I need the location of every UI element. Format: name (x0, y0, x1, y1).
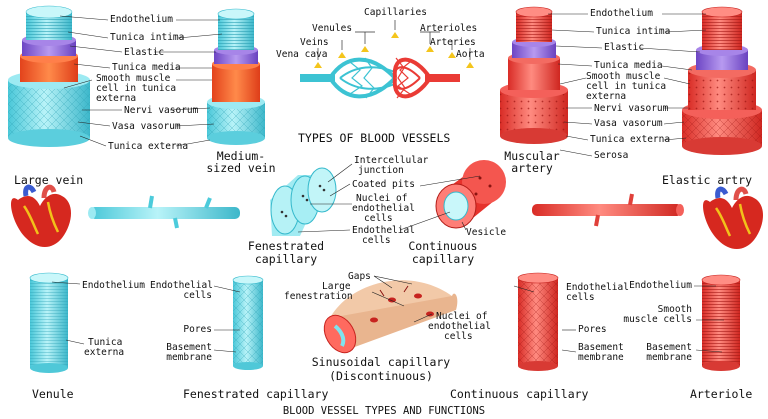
label-elastic-vein: Elastic (124, 47, 165, 58)
label-continuous-endothelial-2: cells (566, 292, 595, 303)
title-types-of-blood-vessels: TYPES OF BLOOD VESSELS (298, 131, 451, 145)
medium-vein-illustration (207, 8, 265, 145)
label-endothelium-vein: Endothelium (110, 14, 173, 25)
title-sinusoidal-2: (Discontinuous) (329, 369, 433, 383)
title-fenestrated-mid-2: capillary (254, 252, 318, 266)
label-arteries: Arteries (430, 37, 476, 48)
label-fenestrated-basement-1: Basement (166, 342, 212, 353)
label-nervi-vasorum-vein: Nervi vasorum (124, 105, 199, 116)
label-vena-cava: Vena cava (276, 49, 328, 60)
label-venule-tunica: Tunica (88, 337, 123, 348)
label-arteriole-muscle: muscle cells (623, 314, 692, 325)
label-smooth-muscle-vein-3: externa (96, 93, 137, 104)
label-large: Large (322, 281, 351, 292)
label-arteriole-basement-2: membrane (646, 352, 692, 363)
label-gaps: Gaps (348, 271, 371, 282)
arteriole-illustration (701, 274, 741, 371)
label-continuous-endothelial-1: Endothelial (566, 282, 629, 293)
label-serosa: Serosa (594, 150, 629, 161)
label-fenestrated-pores: Pores (183, 324, 212, 335)
title-continuous-mid-1: Continuous (408, 239, 478, 253)
fenestrated-capillary-bottom-illustration (232, 275, 264, 370)
label-capillaries: Capillaries (364, 7, 427, 18)
heart-left-illustration (11, 184, 71, 247)
label-arterioles: Arterioles (420, 23, 478, 34)
label-fenestration: fenestration (284, 291, 353, 302)
label-nuclei-mid-3: cells (364, 213, 393, 224)
label-vasa-vasorum-vein: Vasa vasorum (112, 121, 181, 132)
fenestrated-capillary-mid-illustration (270, 167, 337, 236)
horizontal-vein-illustration (88, 195, 240, 229)
label-intercellular-1: Intercellular (354, 155, 429, 166)
title-medium-vein-1: Medium- (216, 149, 266, 163)
leader-lines (51, 13, 724, 353)
title-muscular-artery-1: Muscular (504, 149, 560, 163)
title-muscular-artery-2: artery (511, 161, 553, 175)
title-elastic-artery: Elastic artry (662, 173, 753, 187)
label-veins: Veins (300, 37, 329, 48)
muscular-artery-illustration (500, 6, 568, 144)
label-endothelium-artery: Endothelium (590, 8, 653, 19)
label-tunica-intima-vein: Tunica intima (110, 32, 185, 43)
label-smooth-muscle-artery-2: cell in tunica (586, 81, 667, 92)
label-continuous-pores: Pores (578, 324, 607, 335)
title-large-vein: Large vein (14, 173, 84, 187)
title-venule: Venule (32, 387, 74, 401)
label-nervi-vasorum-artery: Nervi vasorum (594, 103, 669, 114)
title-arteriole: Arteriole (690, 387, 753, 401)
label-aorta: Aorta (456, 49, 485, 60)
label-nuclei-mid-1: Nuclei of (356, 193, 408, 204)
label-vesicle: Vesicle (466, 227, 507, 238)
label-arteriole-smooth: Smooth (657, 304, 692, 315)
label-arteriole-basement-1: Basement (646, 342, 692, 353)
label-vasa-vasorum-artery: Vasa vasorum (594, 118, 663, 129)
horizontal-artery-illustration (532, 193, 684, 227)
label-endothelial-mid-2: cells (362, 235, 391, 246)
label-arteriole-endothelium: Endothelium (629, 280, 692, 291)
label-smooth-muscle-vein-1: Smooth muscle (96, 73, 171, 84)
title-fenestrated-mid-1: Fenestrated (247, 239, 325, 253)
label-venules: Venules (312, 23, 353, 34)
label-smooth-muscle-vein-2: cell in tunica (96, 83, 177, 94)
continuous-capillary-bottom-illustration (517, 272, 559, 371)
title-continuous-capillary: Continuous capillary (450, 387, 589, 401)
label-venule-externa: externa (84, 347, 125, 358)
label-fenestrated-endothelial-1: Endothelial (150, 280, 213, 291)
label-smooth-muscle-artery-3: externa (586, 91, 627, 102)
label-sinusoidal-nuclei-3: cells (444, 331, 473, 342)
continuous-capillary-mid-illustration (435, 160, 506, 229)
label-sinusoidal-nuclei-2: endothelial (428, 321, 491, 332)
heart-right-illustration (703, 186, 763, 249)
title-sinusoidal-1: Sinusoidal capillary (311, 355, 451, 369)
elastic-artery-illustration (682, 6, 762, 155)
title-continuous-mid-2: capillary (411, 252, 475, 266)
label-elastic-artery-layer: Elastic (604, 42, 645, 53)
label-nuclei-mid-2: endothelial (352, 203, 415, 214)
label-endothelial-mid-1: Endothelial (352, 225, 415, 236)
venule-illustration (29, 272, 69, 373)
label-continuous-basement-2: membrane (578, 352, 624, 363)
label-tunica-intima-artery: Tunica intima (596, 26, 671, 37)
label-continuous-basement-1: Basement (578, 342, 624, 353)
label-smooth-muscle-artery-1: Smooth muscle (586, 71, 661, 82)
label-intercellular-2: junction (358, 165, 404, 176)
label-tunica-externa-vein: Tunica externa (108, 141, 189, 152)
label-fenestrated-basement-2: membrane (166, 352, 212, 363)
label-tunica-media-artery: Tunica media (594, 60, 663, 71)
large-vein-illustration (8, 5, 90, 147)
vessel-types-network (300, 20, 474, 99)
title-fenestrated-capillary: Fenestrated capillary (183, 387, 329, 401)
label-fenestrated-endothelial-2: cells (183, 290, 212, 301)
label-tunica-media-vein: Tunica media (112, 62, 181, 73)
sinusoidal-capillary-illustration (323, 280, 458, 354)
label-tunica-externa-artery: Tunica externa (590, 134, 671, 145)
title-medium-vein-2: sized vein (206, 161, 276, 175)
footer-title: BLOOD VESSEL TYPES AND FUNCTIONS (282, 405, 486, 417)
label-venule-endothelium: Endothelium (82, 280, 145, 291)
label-coated-pits: Coated pits (352, 179, 415, 190)
label-sinusoidal-nuclei-1: Nuclei of (436, 311, 488, 322)
